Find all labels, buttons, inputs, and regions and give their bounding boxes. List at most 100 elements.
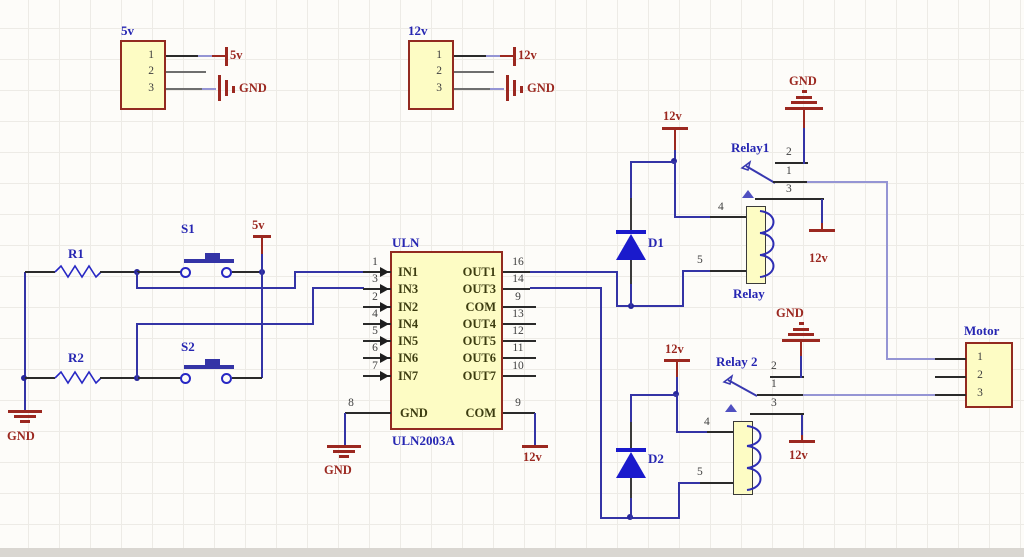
wire-segment [630,161,676,163]
ground-symbol [232,86,235,93]
wire-segment [454,88,490,90]
ground-symbol [788,333,814,336]
wire-segment [676,377,678,396]
wire-segment [232,377,262,379]
header5-body[interactable] [120,40,166,110]
wire-segment [166,88,202,90]
wire-segment [100,377,137,379]
ground-symbol [218,75,221,101]
uln-pin-number: 9 [515,291,521,303]
uln-pin-number: 10 [512,360,524,372]
wire-segment [530,271,618,273]
power-port-bar [664,359,690,362]
ground-symbol [513,80,516,96]
wire-segment [707,431,733,433]
header12-body[interactable] [408,40,454,110]
switch-s2-actuator[interactable] [184,365,234,369]
relay1-designator: Relay1 [731,140,770,155]
wire-segment [202,88,216,90]
switch-s1-contact [180,267,191,278]
wire-segment [800,356,802,378]
switch-s1-actuator[interactable] [184,259,234,263]
wire-segment [486,55,500,57]
relay1-coil-pin4-number: 4 [718,201,724,213]
net-label-gnd: GND [324,463,352,477]
net-label-5v: 5v [252,218,265,232]
wire-segment [886,182,888,360]
wire-segment [344,413,346,445]
resistor-r2-symbol[interactable] [54,370,102,385]
ground-symbol [333,450,355,453]
uln-body[interactable] [390,251,503,430]
diode-d1-symbol[interactable] [616,234,646,260]
ground-symbol [785,107,823,110]
wire-segment [363,271,391,273]
wire-segment [775,162,808,164]
ground-symbol [327,445,361,448]
uln-pin-number: 8 [348,397,354,409]
switch-s2-contact [180,373,191,384]
ground-symbol [796,96,812,99]
wire-segment [136,272,138,289]
switch-s2-button[interactable] [205,359,220,365]
uln-pin-number: 4 [372,308,378,320]
wire-segment [212,55,225,57]
wire-segment [530,287,602,289]
ground-symbol [791,101,817,104]
wire-segment [757,394,804,396]
switch-s1-button[interactable] [205,253,220,259]
wire-segment [674,130,676,150]
wire-segment [500,55,513,57]
wire-segment [821,223,823,230]
motor-body[interactable] [965,342,1013,408]
uln-pin-number: 16 [512,256,524,268]
resistor-r1-symbol[interactable] [54,264,102,279]
relay1-coil-body[interactable] [746,206,766,284]
wire-segment [800,342,802,356]
wire-segment [503,340,536,342]
wire-segment [710,216,747,218]
power-port-bar [513,47,516,66]
wire-segment [630,422,632,450]
wire-segment [674,150,676,163]
relay2-designator: Relay 2 [716,354,758,369]
net-label-gnd: GND [527,81,555,95]
uln-pin-name: IN2 [398,300,419,314]
wire-segment [674,216,711,218]
wire-segment [803,394,936,396]
relay2-coil-body[interactable] [733,421,753,495]
pin-arrow-icon [380,371,389,381]
motor-pin2-number: 2 [977,369,983,381]
ground-symbol [782,339,820,342]
power-port-bar [662,127,688,130]
wire-segment [630,162,632,198]
relay2-armature[interactable] [720,372,764,402]
wire-segment [345,412,391,414]
uln-pin-number: 5 [372,325,378,337]
wire-segment [363,375,391,377]
pin-arrow-icon [380,336,389,346]
wire-segment [136,323,314,325]
header12-designator: 12v [408,23,428,38]
ground-symbol [225,80,228,96]
wire-segment [630,260,632,284]
wire-segment [166,71,206,73]
wire-segment [503,357,536,359]
header5-pin2-number: 2 [148,65,154,77]
net-label-gnd: GND [239,81,267,95]
relay1-pin1-number: 1 [786,165,792,177]
wire-segment [616,271,618,307]
ground-symbol [506,75,509,101]
pin-arrow-icon [380,267,389,277]
wire-segment [294,272,296,289]
uln-pin-name: GND [400,406,428,420]
bottom-edge-band [0,548,1024,557]
relay2-coil-loops [746,425,762,491]
power-port-bar [809,229,835,232]
diode-d2-symbol[interactable] [616,452,646,478]
relay1-armature[interactable] [738,158,782,188]
switch-s2-contact [221,373,232,384]
wire-segment [261,238,263,254]
relay2-coil-pin5-number: 5 [697,466,703,478]
